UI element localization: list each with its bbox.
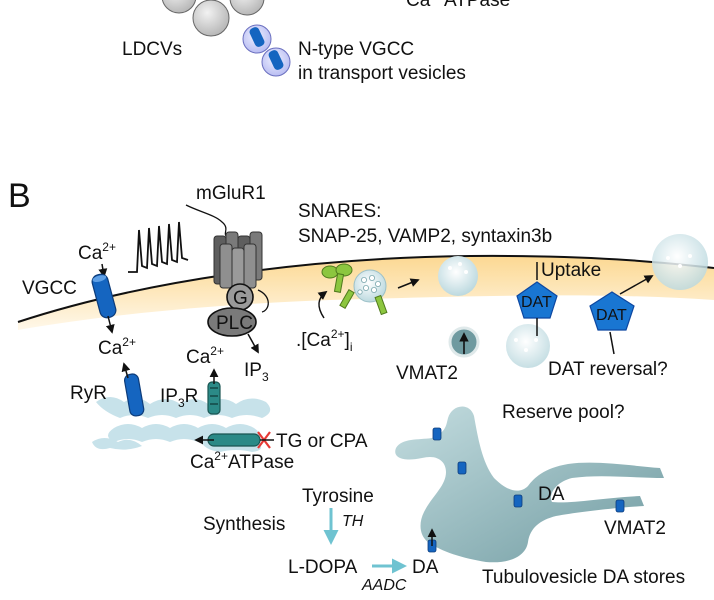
fused-vesicle (438, 256, 478, 296)
ryr-label: RyR (70, 383, 107, 404)
snares-title: SNARES: (298, 201, 381, 222)
mglur1-c-terminus (257, 289, 269, 313)
plasma-membrane (17, 254, 714, 323)
released-dopamine-cloud (506, 324, 550, 368)
ip3-base: IP (244, 360, 262, 381)
ca-cytosol-base: Ca (98, 338, 123, 359)
ca-plc-sup: 2+ (210, 344, 224, 358)
tg-cpa-label: TG or CPA (276, 431, 368, 452)
dat-reverse-transporter-icon: DAT (589, 291, 635, 331)
er-atpase-base: Ca (190, 452, 215, 473)
svg-text:Ca2+: Ca2+ (186, 344, 224, 368)
svg-text:Ca2+: Ca2+ (78, 240, 116, 264)
dat2-label: DAT (596, 307, 627, 324)
panel-label-b: B (8, 177, 31, 215)
ca-trigger-arrow (317, 290, 328, 319)
vmat2-right-label: VMAT2 (604, 518, 666, 539)
plc-ip3-arrow (247, 333, 259, 354)
ryr-channel-icon (123, 373, 145, 417)
g-protein-icon: G (226, 283, 254, 311)
vgcc-channel-icon (268, 50, 284, 70)
ca-top-sup: 2+ (102, 240, 116, 254)
dat-reversal-pointer (609, 331, 615, 355)
aadc-label: AADC (361, 577, 407, 594)
action-potential-spikes (128, 221, 189, 273)
svg-text:Ca2+: Ca2+ (98, 335, 136, 359)
cai-sup: 2+ (331, 327, 345, 341)
svg-text:Ca2+ATPase: Ca2+ATPase (190, 449, 294, 473)
vgcc-vesicles-line2: in transport vesicles (298, 63, 466, 84)
th-label: TH (342, 513, 364, 530)
vmat2-top-label: VMAT2 (396, 363, 458, 384)
vgcc-channel-icon (91, 273, 117, 319)
extracellular-dopamine-cloud (652, 234, 708, 290)
ip3r-sub: 3 (178, 396, 185, 410)
snare-complex-icon (321, 263, 388, 316)
svg-text:.[Ca2+]i: .[Ca2+]i (296, 327, 353, 354)
svg-text:Ca2+ATPase: Ca2+ATPase (406, 0, 510, 11)
vgcc-ca-arrow (105, 315, 115, 334)
panel-a: Ca2+ATPase LDCVs N-type VGCC in transpor… (122, 0, 510, 84)
er-atpase-sup: 2+ (214, 449, 228, 463)
fusion-arrow (397, 278, 420, 289)
svg-text:IP3: IP3 (244, 360, 269, 384)
ip3-sub: 3 (262, 370, 269, 384)
ca-cytosol-sup: 2+ (122, 335, 136, 349)
ip3r-channel-icon (207, 381, 221, 415)
vgcc-channel-icon (249, 27, 265, 47)
mglur1-label: mGluR1 (196, 183, 266, 204)
mglur1-receptor-icon (213, 231, 263, 293)
plc-enzyme-icon: PLC (207, 307, 257, 337)
ldcv-vesicle (192, 0, 230, 37)
mglur1-n-terminus (185, 204, 233, 239)
panel-b: B Ca2+ VGCC Ca2+ mGluR1 (8, 177, 714, 594)
vmat2-vesicle (448, 326, 480, 358)
dat-reversal-arrow (619, 275, 654, 295)
g-protein-label: G (233, 288, 248, 309)
ca-atpase-a-sup: 2+ (430, 0, 444, 1)
da-tubule-label: DA (538, 484, 565, 505)
ryr-release-arrow (121, 362, 131, 379)
ca-atpase-a-rest: ATPase (444, 0, 510, 11)
da-lower-label: DA (412, 557, 439, 578)
ldcv-vesicle (161, 0, 197, 14)
snares-list: SNAP-25, VAMP2, syntaxin3b (298, 226, 552, 247)
uptake-label: Uptake (541, 260, 601, 281)
tubulovesicle-label: Tubulovesicle DA stores (482, 567, 685, 588)
er-atpase-rest: ATPase (228, 452, 294, 473)
ip3r-base: IP (160, 386, 178, 407)
ldopa-label: L-DOPA (288, 557, 358, 578)
synthesis-label: Synthesis (203, 514, 285, 535)
ca-plc-base: Ca (186, 347, 211, 368)
dat-reversal-label: DAT reversal? (548, 359, 668, 380)
ldcvs-label: LDCVs (122, 39, 182, 60)
plc-label: PLC (216, 313, 253, 334)
er-ca-atpase-pump-icon (207, 433, 261, 447)
vgcc-vesicles-line1: N-type VGCC (298, 39, 414, 60)
dat1-label: DAT (521, 294, 552, 311)
ip3r-rest: R (185, 386, 199, 407)
ca-atpase-a-base: Ca (406, 0, 431, 11)
ca-top-base: Ca (78, 243, 103, 264)
cai-sub: i (350, 340, 353, 354)
reserve-pool-label: Reserve pool? (502, 402, 625, 423)
svg-text:IP3R: IP3R (160, 386, 198, 410)
ldcv-vesicle (229, 0, 265, 16)
tubulovesicle-stores (395, 406, 664, 563)
cai-suffix: ] (345, 330, 350, 351)
vgcc-label: VGCC (22, 278, 77, 299)
cai-prefix: .[Ca (296, 330, 331, 351)
tyrosine-label: Tyrosine (302, 486, 374, 507)
ca-influx-arrow (98, 263, 108, 278)
